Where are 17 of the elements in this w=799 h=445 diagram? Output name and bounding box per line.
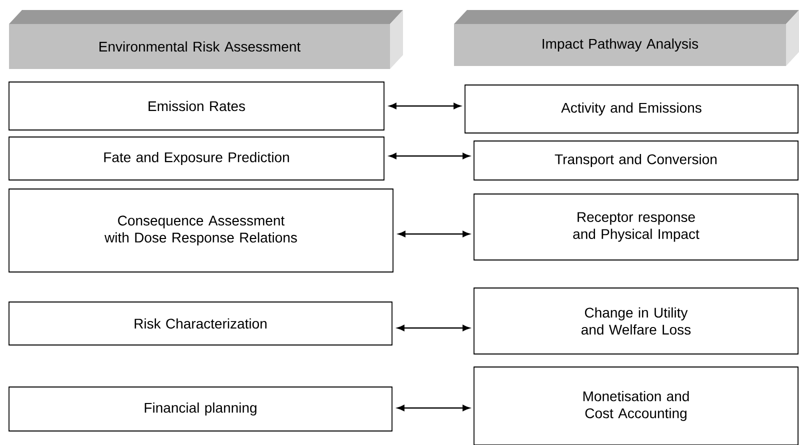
process-box: Risk Characterization [8, 302, 392, 346]
double-arrow [389, 102, 461, 110]
header-box: Impact Pathway Analysis [454, 10, 799, 66]
process-box: Receptor response and Physical Impact [474, 194, 798, 260]
process-box: Financial planning [8, 386, 392, 432]
double-arrow [397, 404, 470, 412]
process-box: Monetisation and Cost Accounting [474, 366, 798, 445]
process-box: Activity and Emissions [464, 84, 798, 134]
process-box: Consequence Assessment with Dose Response Relations [8, 188, 394, 272]
double-arrow [397, 324, 470, 332]
process-box: Change in Utility and Welfare Loss [474, 288, 798, 354]
process-box: Fate and Exposure Prediction [8, 136, 384, 180]
process-box: Emission Rates [8, 82, 384, 130]
process-box: Transport and Conversion [474, 140, 798, 180]
double-arrow [389, 152, 470, 160]
header-box: Environmental Risk Assessment [9, 10, 403, 69]
double-arrow [398, 230, 470, 238]
